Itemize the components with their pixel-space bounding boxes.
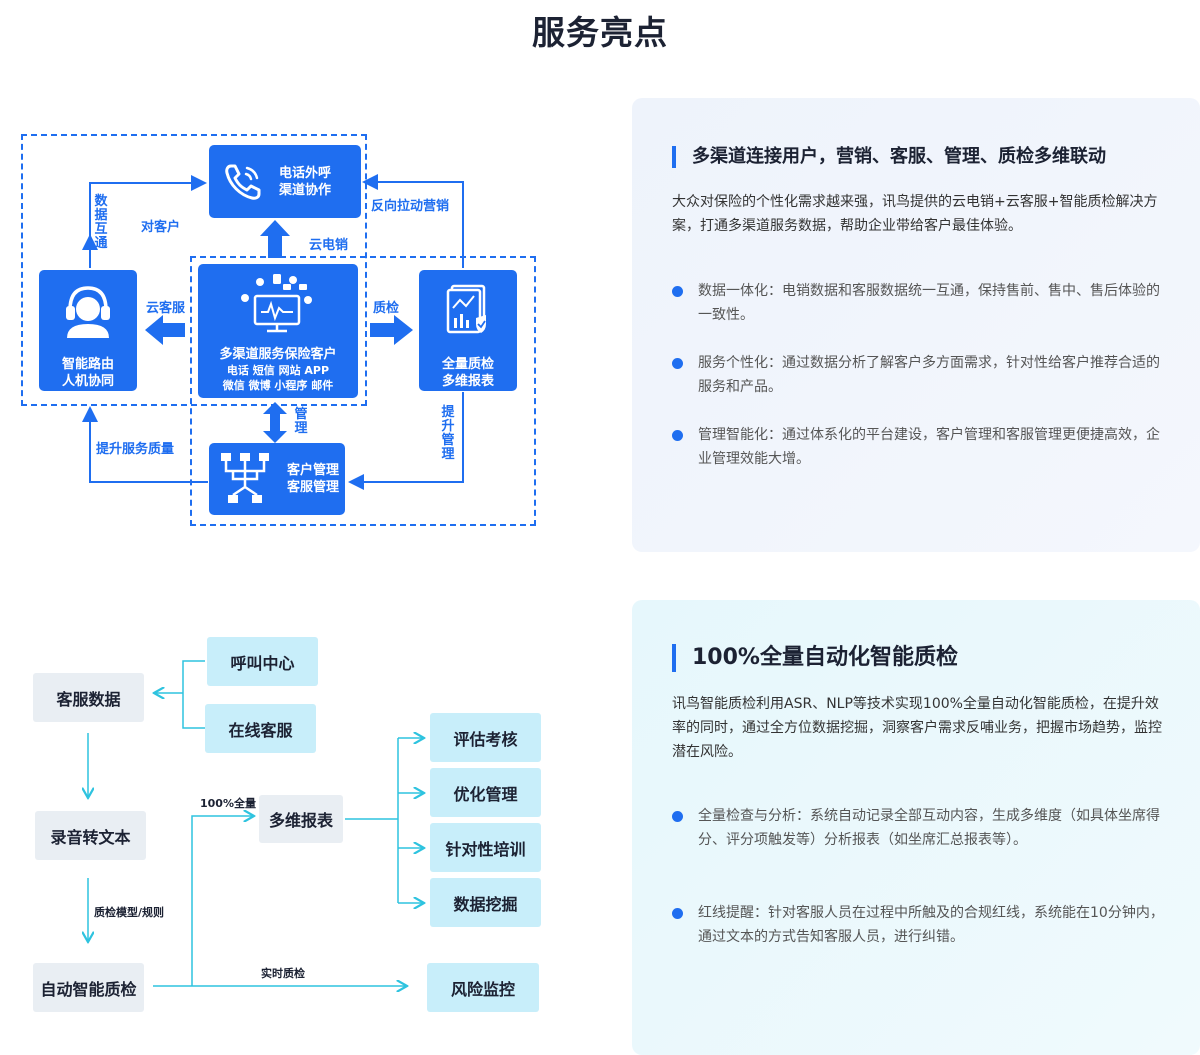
center-box-title: 多渠道服务保险客户 [219, 347, 337, 362]
card1-bullet-2: 服务个性化：通过数据分析了解客户多方面需求，针对性给客户推荐合适的服务和产品。 [672, 351, 1167, 399]
phone-outbound-box: 电话外呼 渠道协作 [209, 145, 361, 218]
output-data-mining-box: 数据挖掘 [430, 878, 541, 927]
diagram1-connectors [82, 174, 464, 490]
output-training-box: 针对性培训 [430, 823, 541, 872]
info-card-multichannel: 多渠道连接用户，营销、客服、管理、质检多维联动 大众对保险的个性化需求越来强，讯… [632, 98, 1200, 552]
label-manage: 管理 [294, 407, 308, 436]
bullet-dot [672, 358, 683, 369]
page-title: 服务亮点 [532, 13, 668, 52]
report-chart-icon [446, 284, 486, 334]
card2-bullet-1-text: 全量检查与分析：系统自动记录全部互动内容，生成多维度（如具体坐席得分、评分项触发… [698, 808, 1160, 848]
dashed-region-sales [21, 134, 367, 406]
bullet-dot [672, 286, 683, 297]
smart-routing-line2: 人机协同 [61, 374, 114, 389]
quality-report-box: 全量质检 多维报表 [419, 270, 517, 391]
card1-bullet-3: 管理智能化：通过体系化的平台建设，客户管理和客服管理更便捷高效，企业管理效能大增… [672, 423, 1167, 471]
phone-icon [225, 164, 261, 200]
speech-to-text-box: 录音转文本 [35, 811, 146, 860]
phone-box-line1: 电话外呼 [279, 165, 332, 181]
connector-crm-agent [82, 406, 208, 483]
card2-bullet-2-text: 红线提醒：针对客服人员在过程中所触及的合规红线，系统能在10分钟内，通过文本的方… [698, 905, 1164, 945]
online-service-box: 在线客服 [205, 704, 316, 753]
headset-agent-icon [66, 286, 110, 338]
smart-routing-box: 智能路由 人机协同 [39, 270, 137, 391]
bullet-dot [672, 811, 683, 822]
card1-bullet-1: 数据一体化：电销数据和客服数据统一互通，保持售前、售中、售后体验的一致性。 [672, 279, 1167, 327]
card2-bullet-2: 红线提醒：针对客服人员在过程中所触及的合规红线，系统能在10分钟内，通过文本的方… [672, 901, 1167, 949]
card1-title: 多渠道连接用户，营销、客服、管理、质检多维联动 [672, 146, 1106, 168]
risk-monitor-box: 风险监控 [427, 963, 539, 1012]
quality-report-line1: 全量质检 [441, 357, 494, 372]
customer-data-box: 客服数据 [33, 673, 144, 722]
output-optimize-box: 优化管理 [430, 768, 541, 817]
label-realtime-qc: 实时质检 [261, 967, 305, 980]
block-arrow-up [260, 220, 290, 258]
dashed-region-management [190, 256, 536, 526]
diagram2-connectors [0, 660, 600, 1040]
monitor-channels-icon [241, 274, 312, 333]
quality-report-line2: 多维报表 [441, 374, 494, 389]
card1-bullet-3-text: 管理智能化：通过体系化的平台建设，客户管理和客服管理更便捷高效，企业管理效能大增… [698, 427, 1160, 467]
label-qc-rules: 质检模型/规则 [94, 906, 165, 919]
label-improve-management: 提升管理 [441, 405, 455, 462]
card2-description: 讯鸟智能质检利用ASR、NLP等技术实现100%全量自动化智能质检，在提升效率的… [672, 696, 1162, 760]
crm-management-box: 客户管理 客服管理 [209, 443, 345, 515]
block-arrow-right [370, 315, 413, 345]
label-to-customer: 对客户 [141, 220, 181, 235]
block-arrow-left [145, 315, 185, 345]
card2-bullet-1: 全量检查与分析：系统自动记录全部互动内容，生成多维度（如具体坐席得分、评分项触发… [672, 804, 1167, 852]
bullet-dot [672, 908, 683, 919]
card1-description: 大众对保险的个性化需求越来强，讯鸟提供的云电销+云客服+智能质检解决方案，打通多… [672, 194, 1158, 234]
crm-box-line2: 客服管理 [287, 480, 340, 495]
label-improve-quality: 提升服务质量 [96, 442, 175, 457]
label-quality-check: 质检 [373, 301, 400, 316]
card2-title: 100%全量自动化智能质检 [672, 644, 958, 672]
multi-report-box: 多维报表 [259, 795, 343, 843]
org-structure-icon [221, 453, 269, 503]
auto-qc-box: 自动智能质检 [33, 963, 144, 1012]
block-arrow-updown [263, 402, 287, 443]
smart-routing-line1: 智能路由 [61, 357, 114, 372]
output-evaluation-box: 评估考核 [430, 713, 541, 762]
connector-report-crm [348, 392, 464, 490]
label-reverse-marketing: 反向拉动营销 [371, 199, 450, 214]
call-center-box: 呼叫中心 [207, 637, 318, 686]
label-full-coverage: 100%全量 [200, 797, 256, 810]
info-card-quality: 100%全量自动化智能质检 讯鸟智能质检利用ASR、NLP等技术实现100%全量… [632, 600, 1200, 1055]
card1-bullet-1-text: 数据一体化：电销数据和客服数据统一互通，保持售前、售中、售后体验的一致性。 [698, 283, 1160, 323]
center-box-channels-2: 微信 微博 小程序 邮件 [222, 379, 334, 392]
label-cloud-service: 云客服 [146, 301, 186, 316]
connector-report-phone [362, 174, 464, 268]
bullet-dot [672, 430, 683, 441]
label-data-sync: 数据互通 [94, 194, 108, 251]
phone-box-line2: 渠道协作 [279, 182, 332, 198]
label-cloud-sales: 云电销 [309, 238, 349, 253]
crm-box-line1: 客户管理 [287, 463, 340, 478]
card1-bullet-2-text: 服务个性化：通过数据分析了解客户多方面需求，针对性给客户推荐合适的服务和产品。 [698, 355, 1160, 395]
multichannel-center-box: 多渠道服务保险客户 电话 短信 网站 APP 微信 微博 小程序 邮件 [198, 264, 358, 398]
center-box-channels-1: 电话 短信 网站 APP [226, 364, 330, 377]
